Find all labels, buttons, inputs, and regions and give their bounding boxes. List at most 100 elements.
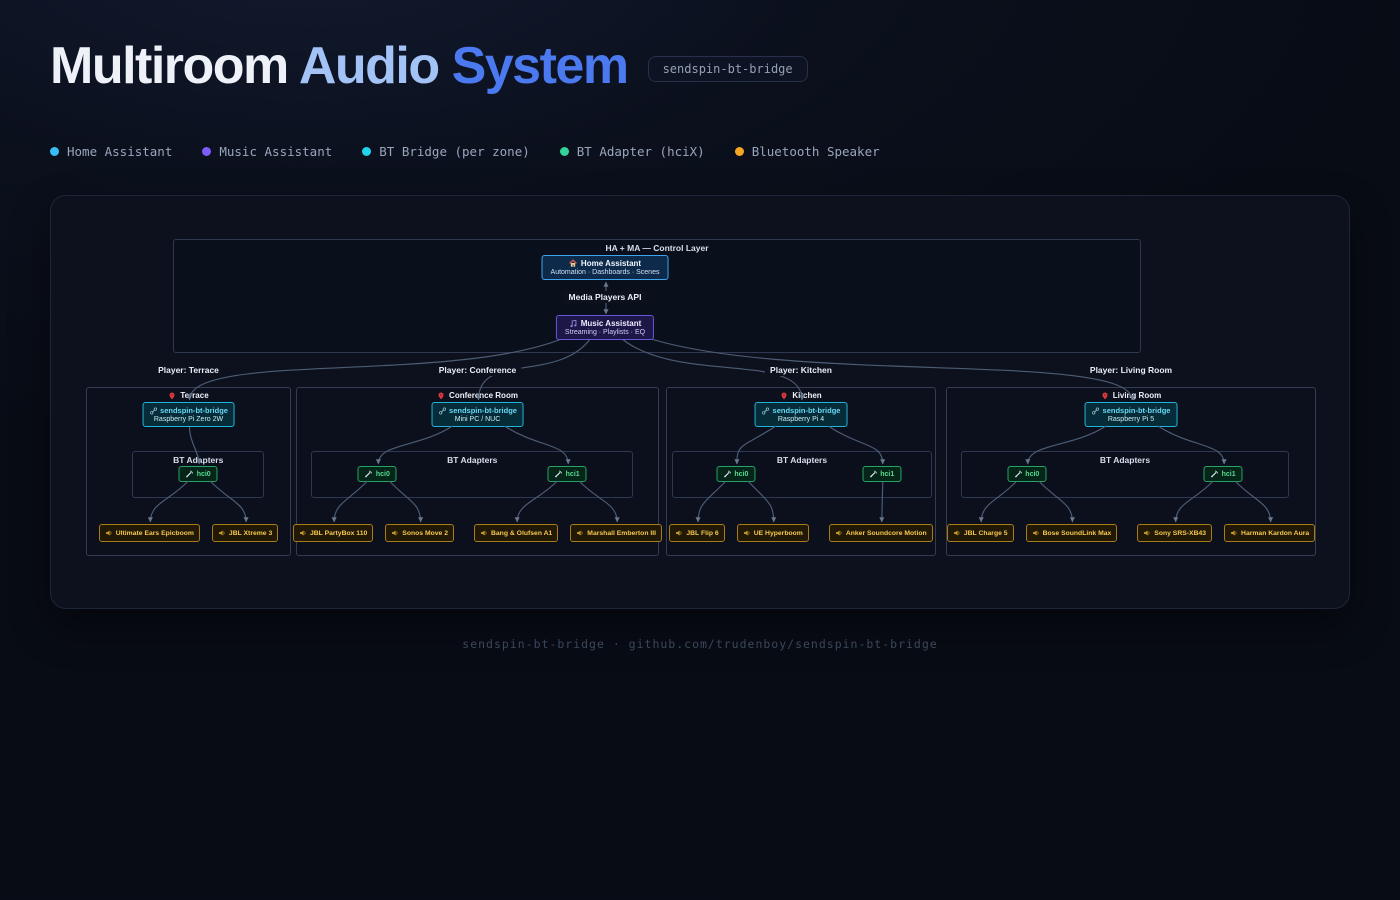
speaker-label: Marshall Emberton III	[587, 529, 657, 537]
antenna-icon	[1014, 470, 1022, 478]
speaker-label: UE Hyperboom	[753, 529, 803, 537]
speaker-icon	[391, 529, 399, 537]
bridge-title: sendspin-bt-bridge	[449, 406, 517, 415]
speaker-icon	[675, 529, 683, 537]
control-layer-label: HA + MA — Control Layer	[605, 243, 709, 253]
bridge-hardware: Raspberry Pi 5	[1107, 416, 1155, 423]
hci-adapter-node: hci0	[178, 466, 218, 482]
hci-label: hci0	[375, 470, 390, 478]
adapter-speaker-group: Ultimate Ears Epicboom JBL Xtreme 3	[98, 524, 279, 542]
speaker-icon	[1230, 529, 1238, 537]
speakers-row: Ultimate Ears Epicboom JBL Xtreme 3	[91, 524, 286, 542]
home-assistant-node: Home Assistant Automation · Dashboards ·…	[541, 255, 669, 280]
page: Multiroom Audio System sendspin-bt-bridg…	[50, 40, 1350, 651]
adapter-speaker-group: JBL Charge 5 Bose SoundLink Max	[946, 524, 1118, 542]
speaker-label: Bose SoundLink Max	[1042, 529, 1112, 537]
hci-label: hci0	[196, 470, 211, 478]
speaker-icon	[299, 529, 307, 537]
home-assistant-subtitle: Automation · Dashboards · Scenes	[550, 269, 660, 276]
zone-title: Terrace	[87, 391, 290, 400]
speaker-label: Sonos Move 2	[402, 529, 448, 537]
legend-dot	[202, 147, 212, 156]
hci-label: hci1	[565, 470, 580, 478]
speaker-label: Ultimate Ears Epicboom	[115, 529, 194, 537]
legend-item: BT Bridge (per zone)	[362, 144, 530, 159]
speaker-node: JBL Charge 5	[946, 524, 1014, 542]
adapter-speaker-group: JBL PartyBox 110 Sonos Move 2	[292, 524, 454, 542]
speaker-label: Sony SRS-XB43	[1154, 529, 1207, 537]
title-word: System	[451, 37, 630, 95]
antenna-icon	[1211, 470, 1219, 478]
legend-label: BT Adapter (hciX)	[576, 144, 705, 159]
adapter-speaker-group: Sony SRS-XB43 Harman Kardon Aura	[1137, 524, 1316, 542]
legend-label: Bluetooth Speaker	[751, 144, 880, 159]
speaker-icon	[835, 529, 843, 537]
music-note-icon	[569, 319, 578, 328]
speaker-icon	[1032, 529, 1040, 537]
speaker-icon	[743, 529, 751, 537]
zone-name: Conference Room	[449, 391, 518, 400]
speaker-icon	[576, 529, 584, 537]
hci-adapter-node: hci0	[716, 466, 756, 482]
legend-dot	[559, 147, 569, 156]
legend-item: BT Adapter (hciX)	[559, 144, 705, 159]
home-icon	[569, 259, 578, 268]
speaker-label: Bang & Olufsen A1	[490, 529, 553, 537]
legend-label: Home Assistant	[67, 144, 173, 159]
player-edge-label: Player: Living Room	[1084, 364, 1178, 376]
legend-label: BT Bridge (per zone)	[379, 144, 530, 159]
repo-badge: sendspin-bt-bridge	[647, 56, 808, 82]
home-assistant-title: Home Assistant	[580, 259, 642, 268]
link-icon	[438, 407, 446, 415]
speaker-node: UE Hyperboom	[736, 524, 809, 542]
speaker-label: JBL Charge 5	[963, 529, 1008, 537]
speaker-node: JBL PartyBox 110	[292, 524, 374, 542]
adapter-speaker-group: Anker Soundcore Motion	[828, 524, 933, 542]
music-assistant-node: Music Assistant Streaming · Playlists · …	[555, 315, 655, 340]
zone-name: Terrace	[180, 391, 209, 400]
link-icon	[762, 407, 770, 415]
page-title: Multiroom Audio System	[50, 37, 630, 95]
hci-adapter-node: hci1	[1203, 466, 1243, 482]
speaker-label: JBL PartyBox 110	[309, 529, 368, 537]
bt-adapters-label: BT Adapters	[173, 455, 224, 465]
hci-adapter-node: hci0	[357, 466, 397, 482]
antenna-icon	[186, 470, 194, 478]
hci-label: hci0	[734, 470, 749, 478]
legend-dot	[362, 147, 372, 156]
hci-adapter-node: hci1	[862, 466, 902, 482]
link-icon	[149, 407, 157, 415]
pin-icon	[437, 392, 445, 400]
speaker-icon	[480, 529, 488, 537]
antenna-icon	[365, 470, 373, 478]
hci-label: hci0	[1025, 470, 1040, 478]
player-edge-label: Player: Kitchen	[765, 364, 837, 376]
speaker-node: JBL Xtreme 3	[211, 524, 279, 542]
link-icon	[1092, 407, 1100, 415]
speaker-node: Ultimate Ears Epicboom	[98, 524, 200, 542]
speaker-icon	[105, 529, 113, 537]
speakers-row: JBL Flip 6 UE Hyperboom Anker Soundcore Mo…	[669, 524, 933, 542]
bridge-title: sendspin-bt-bridge	[160, 406, 228, 415]
player-edge-label: Player: Terrace	[153, 364, 224, 376]
player-edge-label: Player: Conference	[433, 364, 522, 376]
zone-name: Kitchen	[792, 391, 822, 400]
legend-dot	[50, 147, 59, 156]
legend-item: Music Assistant	[202, 144, 332, 159]
header: Multiroom Audio System sendspin-bt-bridg…	[50, 40, 1350, 92]
api-edge-label: Media Players API	[563, 291, 647, 303]
speaker-label: JBL Flip 6	[686, 529, 719, 537]
hci-adapter-node: hci0	[1007, 466, 1047, 482]
speaker-label: Harman Kardon Aura	[1241, 529, 1310, 537]
pin-icon	[168, 392, 176, 400]
speaker-node: JBL Flip 6	[669, 524, 725, 542]
speaker-icon	[953, 529, 961, 537]
legend-item: Home Assistant	[50, 144, 172, 159]
bridge-hardware: Raspberry Pi Zero 2W	[153, 416, 224, 423]
